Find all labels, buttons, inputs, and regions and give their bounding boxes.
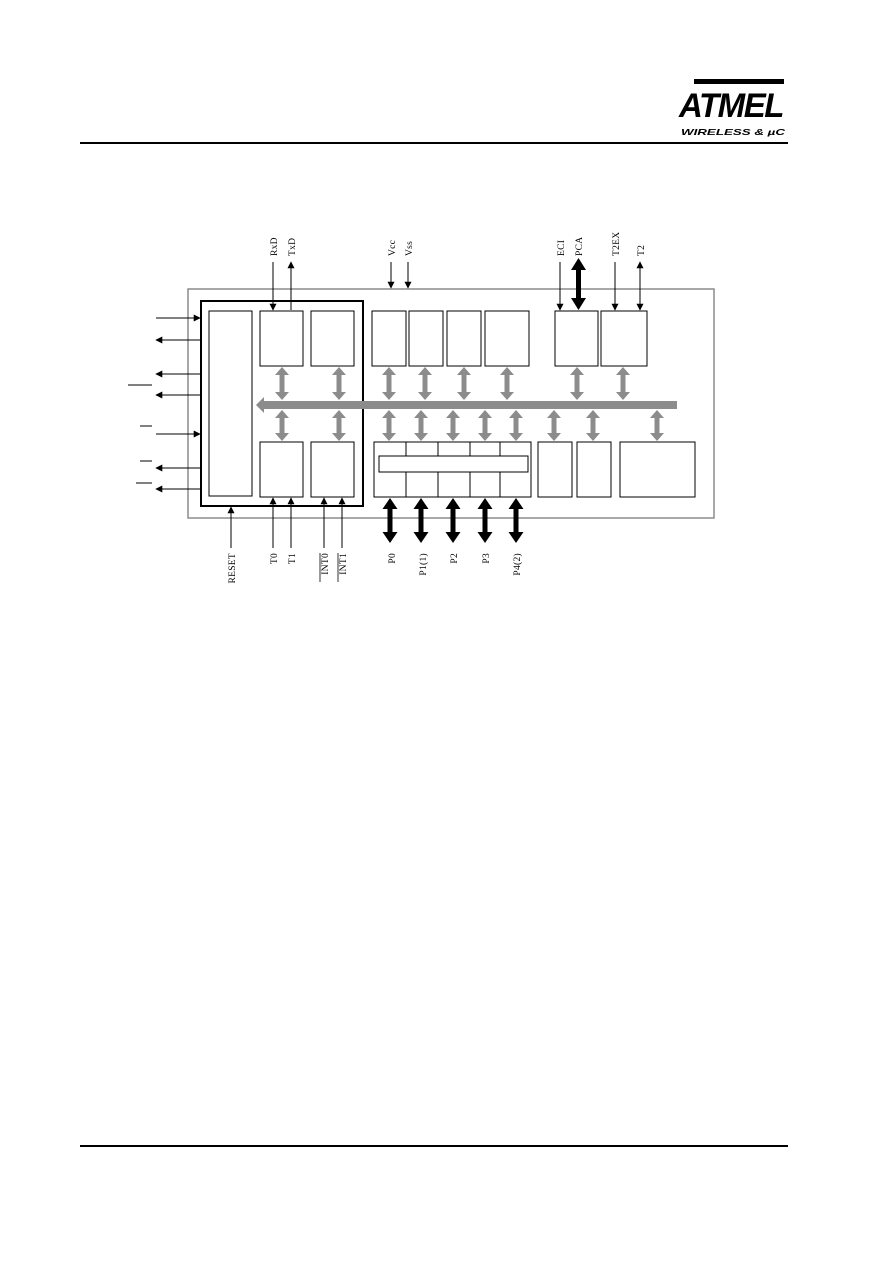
pin-label-p4: P4(2)	[512, 553, 523, 576]
pca-block	[554, 310, 599, 367]
bus-connector-top-2	[332, 367, 346, 400]
internal-bus-bar	[270, 401, 677, 409]
bus-connector-bottom-1	[275, 410, 289, 441]
bottom-blocks	[259, 441, 696, 498]
bottom-block-a	[537, 441, 573, 498]
pin-label-t2ex: T2EX	[612, 232, 622, 256]
bus-connector-bottom-8	[547, 410, 561, 441]
pin-label-int0: INT0	[321, 553, 331, 575]
bus-connector-top-1	[275, 367, 289, 400]
port-arrow-3	[477, 498, 493, 543]
pin-label-vcc: Vcc	[388, 240, 398, 256]
bus-connector-top-5	[457, 367, 471, 400]
pin-label-t0: T0	[270, 553, 280, 564]
pin-label-reset: RESET	[228, 553, 238, 584]
bus-connector-bottom-9	[586, 410, 600, 441]
pin-label-t2: T2	[637, 245, 647, 256]
footer-rule	[80, 1145, 788, 1147]
pin-label-eci: ECI	[557, 240, 567, 256]
bottom-block-b	[576, 441, 612, 498]
pin-label-txd: TxD	[288, 238, 298, 256]
pin-label-p1: P1(1)	[418, 553, 429, 576]
logo-wordmark: ATMEL	[678, 87, 783, 125]
port-arrow-1	[413, 498, 429, 543]
bus-arrow-left	[256, 397, 272, 413]
pin-label-rxd: RxD	[270, 237, 280, 256]
bus-connector-bottom-3	[382, 410, 396, 441]
memory-block-4	[484, 310, 530, 367]
pin-label-vss: Vss	[405, 241, 415, 256]
bus-connector-bottom-4	[414, 410, 428, 441]
timers-block	[259, 441, 304, 498]
pin-label-p3: P3	[482, 553, 492, 564]
internal-bus	[256, 397, 677, 413]
atmel-logo: ATMEL WIRELESS & µC	[678, 79, 786, 137]
atmel-logo-mark: ATMEL	[678, 79, 785, 125]
port-arrow-4	[508, 498, 524, 543]
bus-connectors	[275, 367, 664, 441]
top-block-2	[310, 310, 355, 367]
bus-connector-bottom-6	[478, 410, 492, 441]
bus-connector-top-4	[418, 367, 432, 400]
pin-label-p0: P0	[388, 553, 398, 564]
pin-label-t1: T1	[288, 553, 298, 564]
bus-connector-top-7	[570, 367, 584, 400]
bus-connector-top-3	[382, 367, 396, 400]
pin-label-pca: PCA	[575, 237, 585, 256]
left-signals	[128, 314, 201, 493]
bottom-block-c	[619, 441, 696, 498]
bus-connector-bottom-2	[332, 410, 346, 441]
pin-label-p2: P2	[450, 553, 460, 564]
top-pin-lines	[269, 261, 644, 311]
cpu-block	[208, 310, 253, 497]
bus-connector-bottom-10	[650, 410, 664, 441]
bus-connector-bottom-5	[446, 410, 460, 441]
memory-block-2	[408, 310, 444, 367]
pca-bus-arrow	[571, 258, 586, 310]
interrupt-block	[310, 441, 355, 498]
bottom-pin-lines	[227, 497, 346, 548]
memory-block-1	[371, 310, 407, 367]
uart-block	[259, 310, 304, 367]
top-blocks	[259, 310, 648, 367]
timer2-block	[600, 310, 648, 367]
memory-block-3	[446, 310, 482, 367]
port-latch-strip	[378, 455, 529, 473]
bus-connector-bottom-7	[509, 410, 523, 441]
port-arrow-0	[382, 498, 398, 543]
top-pin-labels: RxD TxD Vcc Vss ECI PCA T2EX T2	[270, 232, 647, 256]
bus-connector-top-6	[500, 367, 514, 400]
bottom-pin-labels: RESET T0 T1 INT0 INT1 P0 P1(1) P2 P3 P4(…	[228, 553, 523, 584]
port-arrow-2	[445, 498, 461, 543]
pin-label-int1: INT1	[339, 553, 349, 575]
bus-connector-top-8	[616, 367, 630, 400]
header-rule	[80, 142, 788, 144]
logo-subtitle: WIRELESS & µC	[681, 127, 786, 137]
port-arrows	[382, 498, 524, 543]
